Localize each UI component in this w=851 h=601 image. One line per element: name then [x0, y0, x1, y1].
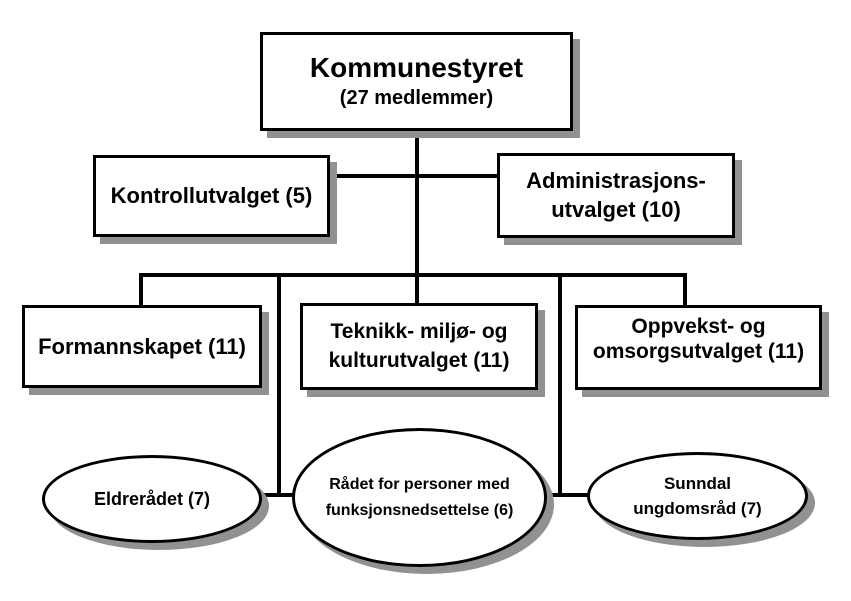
- node-kontrollutvalget: Kontrollutvalget (5): [93, 155, 330, 237]
- node-kommunestyret: Kommunestyret (27 medlemmer): [260, 32, 573, 131]
- node-radet-line2: funksjonsnedsettelse (6): [325, 501, 514, 519]
- node-oppvekst-line1: Oppvekst- og: [631, 315, 766, 338]
- node-administrasjonsutvalget: Administrasjons- utvalget (10): [497, 153, 735, 238]
- node-kommunestyret-title: Kommunestyret: [309, 52, 524, 84]
- node-oppvekst-omsorgsutvalget: Oppvekst- og omsorgsutvalget (11): [575, 305, 822, 390]
- node-sunndal-line2: ungdomsråd (7): [633, 499, 762, 518]
- node-kommunestyret-subtitle: (27 medlemmer): [339, 86, 494, 109]
- node-oppvekst-line2: omsorgsutvalget (11): [592, 340, 805, 364]
- node-kontrollutvalget-label: Kontrollutvalget (5): [110, 183, 313, 208]
- connector-radet-sunndal: [541, 493, 591, 497]
- node-administrasjonsutvalget-line1: Administrasjons-: [526, 167, 706, 193]
- node-sunndal-ungdomsrad: Sunndal ungdomsråd (7): [587, 452, 808, 540]
- node-radet-for-personer-med-funksjonsnedsettelse: Rådet for personer med funksjonsnedsette…: [292, 428, 547, 567]
- connector-trunk-vertical: [415, 129, 419, 305]
- node-teknikk-line2: kulturutvalget (11): [328, 348, 510, 372]
- connector-level3-horizontal: [139, 273, 687, 277]
- node-teknikk-line1: Teknikk- miljø- og: [330, 320, 508, 344]
- node-teknikk-miljo-kulturutvalget: Teknikk- miljø- og kulturutvalget (11): [300, 303, 538, 390]
- connector-drop-oppvekst: [683, 273, 687, 307]
- connector-drop-formannskapet: [139, 273, 143, 307]
- node-radet-line1: Rådet for personer med: [329, 475, 510, 493]
- node-formannskapet-label: Formannskapet (11): [38, 333, 246, 359]
- connector-drop-right-council: [558, 273, 562, 497]
- node-formannskapet: Formannskapet (11): [22, 305, 262, 388]
- connector-drop-left-council: [277, 273, 281, 497]
- connector-eldreradet-radet: [256, 493, 300, 497]
- node-eldreradet: Eldrerådet (7): [42, 455, 262, 543]
- node-eldreradet-label: Eldrerådet (7): [93, 488, 211, 509]
- node-administrasjonsutvalget-line2: utvalget (10): [551, 196, 681, 222]
- node-sunndal-line1: Sunndal: [663, 473, 732, 493]
- connector-level2-horizontal: [330, 174, 497, 178]
